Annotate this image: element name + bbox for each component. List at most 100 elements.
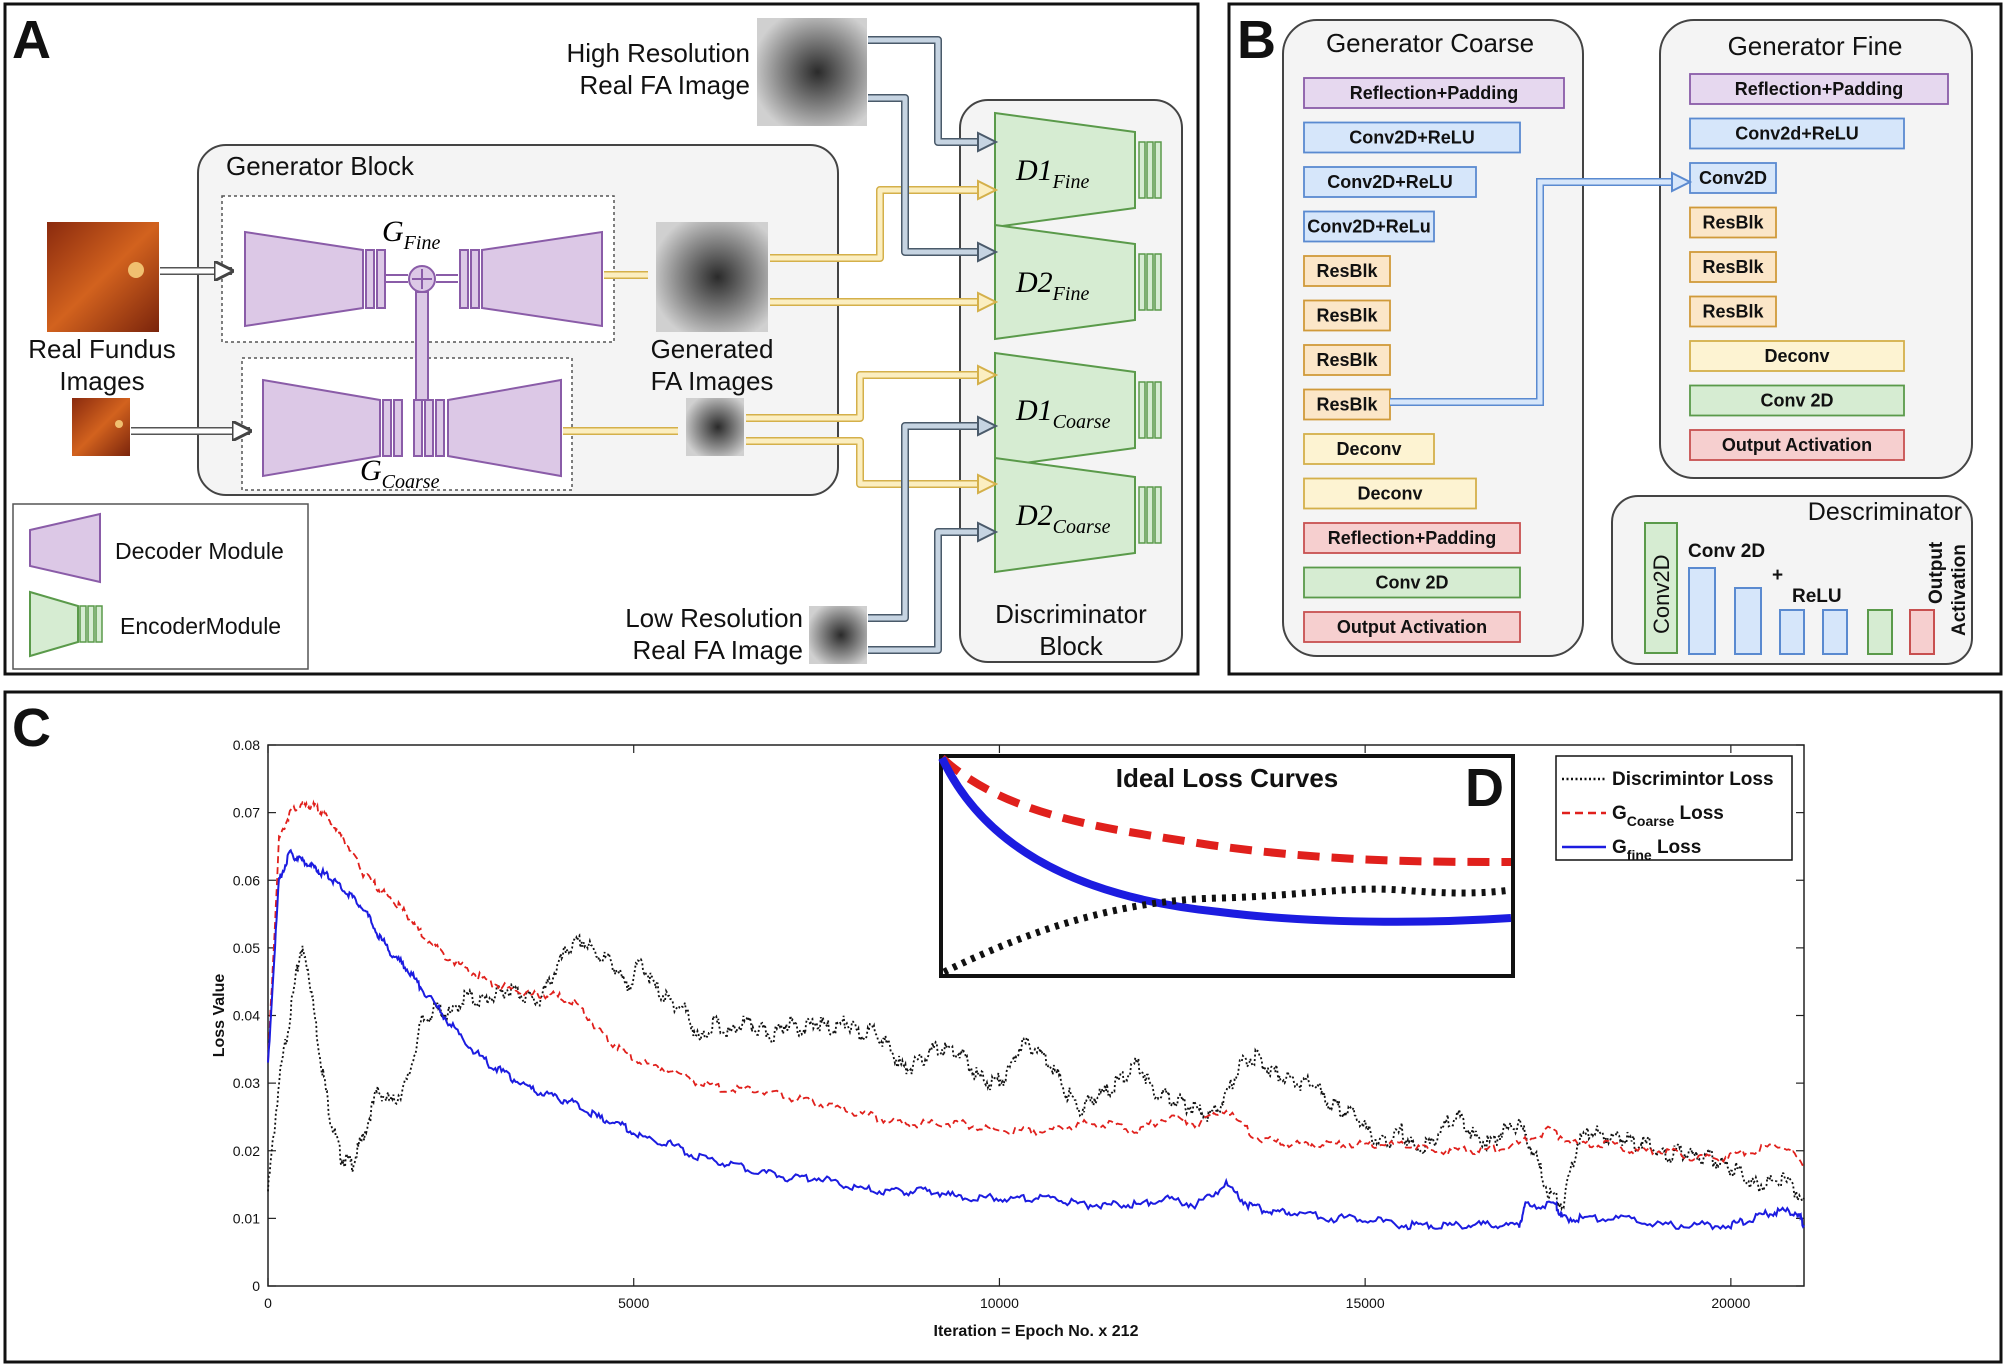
panel-a: A Generator Block GFine (3, 2, 1200, 676)
disc-plus-label: + (1772, 565, 1783, 586)
coarse-layer-label: Reflection+Padding (1350, 83, 1519, 103)
coarse-layer: Output Activation (1303, 611, 1521, 643)
coarse-layer: ResBlk (1303, 344, 1391, 376)
g-coarse-decoder-trapezoid (447, 378, 562, 478)
discriminator-symbol: D1Coarse (1015, 394, 1111, 433)
y-tick-label: 0 (252, 1278, 260, 1294)
encoder-trapezoid (994, 351, 1136, 469)
y-tick-label: 0.04 (233, 1008, 260, 1024)
panel-a-letter: A (12, 10, 51, 70)
fine-layer-label: Deconv (1764, 346, 1829, 366)
discriminator-unit: D2Coarse (994, 456, 1162, 574)
discriminator-symbol: D1Fine (1015, 154, 1089, 193)
ideal-gfine-curve (938, 756, 1512, 926)
coarse-layer-label: ResBlk (1316, 395, 1378, 415)
discriminator-title: Descriminator (1808, 498, 1962, 526)
low-res-label-1: Low Resolution (625, 603, 803, 633)
legend-encoder-label: EncoderModule (120, 613, 281, 639)
x-tick-label: 20000 (1711, 1295, 1750, 1311)
discriminator-symbol: D2Coarse (1015, 499, 1111, 538)
panel-c-letter: C (12, 698, 51, 758)
coarse-layer: Conv2D+ReLu (1303, 210, 1435, 243)
panel-b-letter: B (1237, 10, 1276, 70)
generated-fa-image-small (686, 398, 744, 456)
disc-relu-label: ReLU (1792, 586, 1842, 607)
y-tick-label: 0.05 (233, 940, 260, 956)
coarse-layer-label: Conv2D+ReLU (1327, 172, 1453, 192)
legend-label: GCoarse Loss (1612, 803, 1724, 829)
y-tick-label: 0.01 (233, 1210, 260, 1226)
chart-legend (1555, 755, 1793, 861)
coarse-layer-label: ResBlk (1316, 261, 1378, 281)
y-tick-label: 0.03 (233, 1075, 260, 1091)
disc-conv2d-label: Conv2D (1649, 555, 1674, 634)
g-coarse-encoder-trapezoid (262, 378, 381, 478)
y-tick-label: 0.06 (233, 872, 260, 888)
coarse-layer-label: Output Activation (1337, 617, 1487, 637)
high-res-label-2: Real FA Image (579, 70, 750, 100)
coarse-layer-label: Reflection+Padding (1328, 528, 1497, 548)
coarse-layer-label: ResBlk (1316, 306, 1378, 326)
coarse-layer-label: Deconv (1336, 439, 1401, 459)
legend-label: Gfine Loss (1612, 837, 1701, 863)
coarse-layer: Conv 2D (1303, 566, 1521, 599)
fine-layer: Conv2d+ReLU (1689, 117, 1905, 150)
coarse-layer: Reflection+Padding (1303, 522, 1521, 554)
panel-b: B Generator Coarse Reflection+PaddingCon… (1227, 2, 2003, 676)
coarse-layer-label: Conv 2D (1375, 573, 1448, 593)
fine-layer-label: ResBlk (1702, 302, 1764, 322)
y-axis-label: Loss Value (211, 974, 228, 1058)
fine-layer: ResBlk (1689, 295, 1777, 328)
fine-layer-label: ResBlk (1702, 257, 1764, 277)
fine-layer-label: ResBlk (1702, 213, 1764, 233)
disc-conv2d-block (1644, 522, 1678, 654)
legend-encoder-icon (29, 590, 79, 658)
coarse-layer: ResBlk (1303, 388, 1391, 421)
fine-layer-label: Output Activation (1722, 435, 1872, 455)
fine-layer: Deconv (1689, 340, 1905, 372)
generated-label-2: FA Images (651, 366, 774, 396)
coarse-layer-label: Conv2D+ReLu (1307, 217, 1431, 237)
discriminator-symbol: D2Fine (1015, 266, 1089, 305)
low-res-real-fa-image (809, 606, 867, 664)
ideal-discriminator-curve (942, 885, 1512, 976)
series-line (267, 799, 1805, 1167)
fine-layer: Conv 2D (1689, 384, 1905, 417)
coarse-layer-label: Conv2D+ReLU (1349, 128, 1475, 148)
fine-layer-label: Conv2d+ReLU (1735, 124, 1859, 144)
fine-layer-label: Reflection+Padding (1735, 79, 1904, 99)
g-coarse-symbol: GCoarse (360, 454, 440, 493)
g-fine-decoder-trapezoid (481, 230, 603, 328)
discriminator-unit: D2Fine (994, 223, 1162, 341)
coarse-layer-label: Deconv (1357, 484, 1422, 504)
x-tick-label: 5000 (618, 1295, 649, 1311)
fine-layer-label: Conv2D (1699, 168, 1767, 188)
g-fine-symbol: GFine (382, 215, 440, 254)
coarse-layer: ResBlk (1303, 299, 1391, 332)
g-coarse-network: GCoarse (262, 378, 562, 493)
encoder-trapezoid (994, 456, 1136, 574)
fine-layer: ResBlk (1689, 206, 1777, 239)
x-tick-label: 15000 (1346, 1295, 1385, 1311)
fine-layer: Reflection+Padding (1689, 73, 1949, 105)
coarse-layer: Conv2D+ReLU (1303, 121, 1521, 154)
generator-coarse-title: Generator Coarse (1326, 28, 1534, 58)
high-res-label-1: High Resolution (566, 38, 750, 68)
coarse-layer: ResBlk (1303, 255, 1391, 287)
fine-layer-label: Conv 2D (1760, 391, 1833, 411)
generator-block-label: Generator Block (226, 151, 415, 181)
fine-layer: Output Activation (1689, 429, 1905, 461)
disc-output-label-1: Output (1926, 541, 1947, 604)
high-res-real-fa-image (757, 18, 867, 126)
legend-item: GCoarse Loss (1562, 803, 1724, 829)
real-fundus-image-large (47, 222, 159, 332)
coarse-layer: Deconv (1303, 433, 1435, 465)
low-res-label-2: Real FA Image (632, 635, 803, 665)
generated-label-1: Generated (651, 334, 774, 364)
legend-decoder-icon (29, 512, 101, 584)
series-line (267, 933, 1805, 1212)
real-fundus-label-1: Real Fundus (28, 334, 175, 364)
inset-title: Ideal Loss Curves (1116, 763, 1339, 793)
